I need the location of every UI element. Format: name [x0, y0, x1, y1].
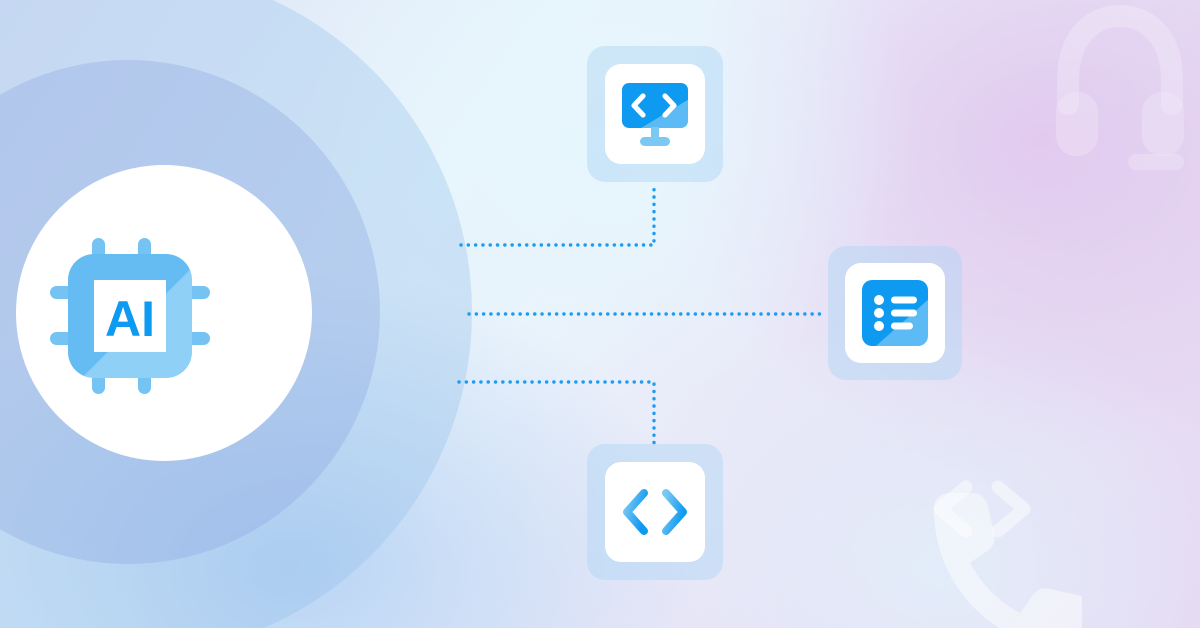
node-card-code-inner: [605, 462, 705, 562]
node-card-monitor-code[interactable]: [587, 46, 723, 182]
node-card-monitor-inner: [605, 64, 705, 164]
node-card-checklist-inner: [845, 263, 945, 363]
monitor-code-icon: [622, 83, 688, 146]
node-card-code-brackets[interactable]: [587, 444, 723, 580]
node-card-checklist[interactable]: [828, 246, 962, 380]
code-brackets-icon: [623, 489, 687, 535]
ai-chip-label: AI: [105, 291, 155, 347]
ai-chip-icon: AI: [46, 232, 214, 400]
list-bullet-icon: [862, 280, 928, 346]
